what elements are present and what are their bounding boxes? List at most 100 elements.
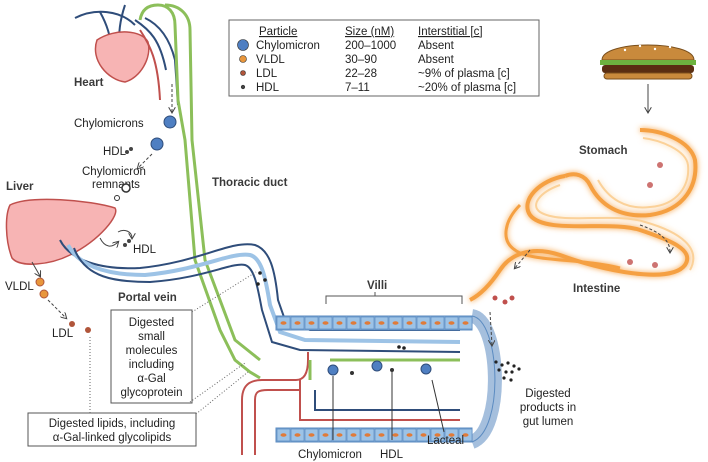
lumen-particle [512,364,516,368]
cell-nucleus [308,321,315,325]
small-mol-text-line: α-Gal [137,373,165,385]
lacteal-label: Lacteal [427,435,464,447]
table-header-interstitial: Interstitial [c] [418,26,483,38]
blood-vessel [241,352,309,455]
liver-illustration [5,198,117,265]
table-marker-hdl [240,84,246,90]
lumen-particle [494,360,498,364]
lipids-callout [27,412,197,447]
thoracic-duct [138,3,261,380]
cell-nucleus [448,433,455,437]
cell-nucleus [462,321,469,325]
hdl-bottom-label: HDL [380,449,404,461]
table-marker-vldl [239,55,247,63]
villi-label: Villi [367,280,387,292]
chylomicron-remnant [121,183,131,193]
lipids-text-line: α-Gal-linked glycolipids [53,432,172,444]
cell-nucleus [364,433,371,437]
table-cell-size: 30–90 [345,54,377,66]
ldl-label: LDL [52,328,74,340]
stomach-label: Stomach [579,145,628,157]
particle-table [228,19,540,97]
chylomicron-particle [371,360,383,372]
small-molecules-callout [110,309,193,404]
small-mol-text-line: molecules [126,345,178,357]
intestine-label: Intestine [573,283,620,295]
cell-nucleus [336,433,343,437]
vldl-particle [35,277,45,287]
remnants-label-2: remnants [92,179,140,191]
cell-nucleus [322,321,329,325]
table-header-particle: Particle [259,26,297,38]
chylomicron-particle [150,137,164,151]
table-marker-ldl [240,70,246,76]
chylomicron-bottom-label: Chylomicron [298,449,362,461]
table-cell-interstitial: Absent [418,54,455,66]
cell-nucleus [322,433,329,437]
table-cell-interstitial: ~20% of plasma [c] [418,82,516,94]
cell-nucleus [392,321,399,325]
portal-vein [59,239,460,331]
vldl-label: VLDL [5,281,34,293]
small-mol-text-line: small [138,331,165,343]
lumen-particle [502,376,506,380]
cell-nucleus [294,321,301,325]
portal-vein-label: Portal vein [118,292,177,304]
table-cell-size: 200–1000 [345,40,396,52]
lumen-particle [517,367,521,371]
cell-nucleus [280,433,287,437]
cell-nucleus [378,433,385,437]
table-cell-size: 22–28 [345,68,377,80]
table-cell-particle: Chylomicron [256,40,320,52]
thoracic-duct-label: Thoracic duct [212,177,288,189]
table-header-size: Size (nM) [345,26,394,38]
liver-label: Liver [6,181,34,193]
lumen-particle [510,370,514,374]
digested-products-text-line: gut lumen [523,416,574,428]
cell-nucleus [294,433,301,437]
table-cell-interstitial: ~9% of plasma [c] [418,68,510,80]
vldl-particle [39,289,49,299]
cell-nucleus [434,321,441,325]
cell-nucleus [308,433,315,437]
table-cell-particle: LDL [256,68,278,80]
small-mol-text-line: glycoprotein [120,387,182,399]
remnants-label-1: Chylomicron [82,166,146,178]
cell-nucleus [364,321,371,325]
cell-nucleus [280,321,287,325]
cell-nucleus [448,321,455,325]
hdl-top-label: HDL [103,146,127,158]
burger-icon [600,44,696,80]
chylomicron-particle [163,115,177,129]
table-cell-particle: HDL [256,82,280,94]
ldl-particle [69,321,75,327]
lumen-particle [506,361,510,365]
table-cell-size: 7–11 [345,82,370,94]
chylomicrons-label: Chylomicrons [74,118,144,130]
lipids-text-line: Digested lipids, including [49,418,176,430]
cell-nucleus [406,433,413,437]
cell-nucleus [336,321,343,325]
heart-label: Heart [74,77,104,89]
cell-nucleus [392,433,399,437]
table-marker-chylomicron [237,39,249,51]
cell-nucleus [406,321,413,325]
small-mol-text-line: Digested [129,317,174,329]
cell-nucleus [462,433,469,437]
lumen-particle [504,370,508,374]
chylomicron-particle [420,363,432,375]
chylomicron-particle [327,364,339,376]
digested-products-text-line: products in [520,402,576,414]
lumen-particle [500,363,504,367]
cell-nucleus [350,433,357,437]
cell-nucleus [420,433,427,437]
cell-nucleus [434,433,441,437]
cell-nucleus [350,321,357,325]
stomach-intestine-illustration [469,128,698,302]
table-cell-interstitial: Absent [418,40,455,52]
digested-products-text-line: Digested [525,388,570,400]
cell-nucleus [420,321,427,325]
lumen-particle [497,368,501,372]
cell-nucleus [378,321,385,325]
